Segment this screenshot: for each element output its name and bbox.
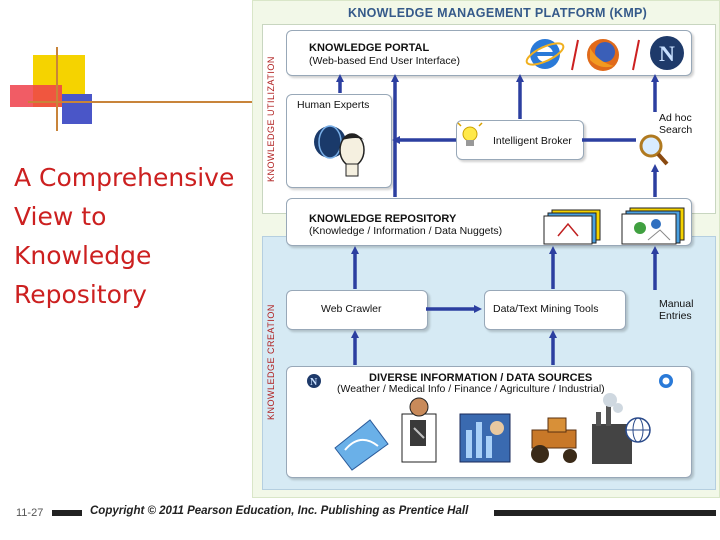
manual-line1: Manual — [659, 298, 694, 310]
portal-subtitle: (Web-based End User Interface) — [309, 55, 460, 67]
manual-entries-label: Manual Entries — [659, 298, 693, 322]
broker-label: Intelligent Broker — [493, 135, 572, 147]
decor-line-horizontal — [28, 101, 258, 103]
lightbulb-icon — [457, 122, 483, 146]
expert-clipart — [314, 125, 365, 177]
knowledge-portal-box: KNOWLEDGE PORTAL (Web-based End User Int… — [286, 30, 692, 76]
footer-bar-right — [494, 510, 716, 516]
platform-title: KNOWLEDGE MANAGEMENT PLATFORM (KMP) — [348, 6, 648, 20]
adhoc-line2: Search — [659, 124, 693, 136]
finance-clipart — [459, 413, 511, 463]
decor-square-blue — [62, 94, 92, 124]
weather-clipart — [334, 419, 389, 471]
intelligent-broker-box: Intelligent Broker — [456, 120, 584, 160]
adhoc-line1: Ad hoc — [659, 112, 692, 124]
netscape-small-icon: N — [307, 374, 321, 388]
web-crawler-box: Web Crawler — [286, 290, 428, 330]
sources-subtitle: (Weather / Medical Info / Finance / Agri… — [337, 383, 605, 395]
crawler-label: Web Crawler — [321, 303, 382, 315]
doctor-clipart — [401, 397, 437, 463]
experts-label: Human Experts — [297, 99, 370, 111]
firefox-icon — [587, 39, 619, 71]
mining-tools-box: Data/Text Mining Tools — [484, 290, 626, 330]
manual-line2: Entries — [659, 310, 692, 322]
svg-text:N: N — [659, 41, 675, 66]
repository-title: KNOWLEDGE REPOSITORY — [309, 213, 457, 225]
repository-nuggets-icon — [543, 207, 685, 245]
svg-text:N: N — [310, 377, 318, 388]
copyright-text: Copyright © 2011 Pearson Education, Inc.… — [90, 505, 469, 517]
sources-title: DIVERSE INFORMATION / DATA SOURCES — [369, 372, 593, 384]
human-experts-box: Human Experts — [286, 94, 392, 188]
repository-subtitle: (Knowledge / Information / Data Nuggets) — [309, 225, 503, 237]
mining-label: Data/Text Mining Tools — [493, 303, 599, 315]
adhoc-search-label: Ad hoc Search — [659, 112, 692, 136]
factory-clipart — [592, 393, 632, 464]
magnifier-icon — [639, 134, 669, 166]
footer-bar-left — [52, 510, 82, 516]
internet-explorer-icon — [525, 39, 565, 69]
decor-line-vertical — [56, 47, 58, 131]
netscape-icon: N — [650, 36, 684, 70]
ie-small-icon — [659, 374, 673, 388]
globe-clipart — [625, 417, 651, 443]
slide-number: 11-27 — [16, 507, 44, 519]
slide-title: A Comprehensive View to Knowledge Reposi… — [14, 163, 235, 309]
portal-title: KNOWLEDGE PORTAL — [309, 42, 430, 54]
tractor-clipart — [531, 417, 577, 463]
